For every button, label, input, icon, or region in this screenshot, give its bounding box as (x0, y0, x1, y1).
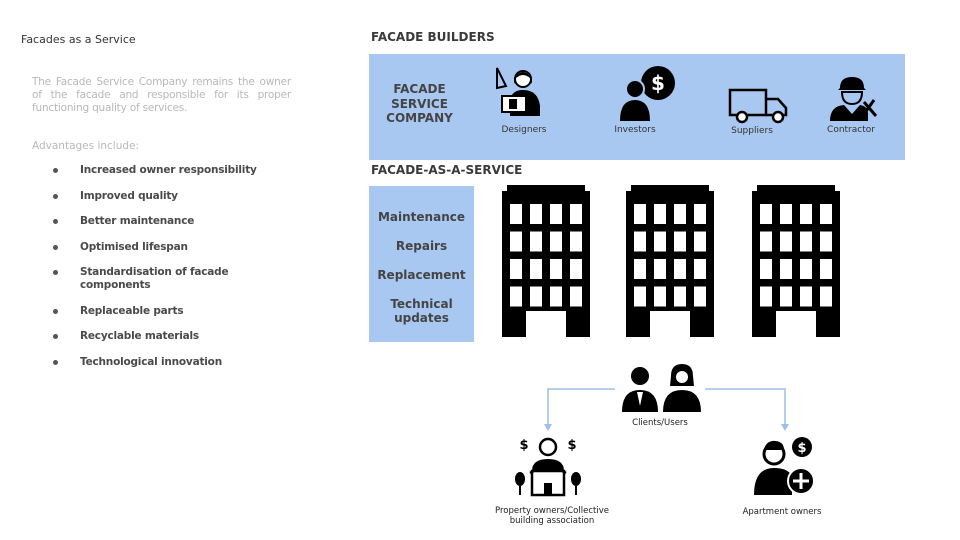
svg-text:$: $ (797, 441, 806, 456)
slide-title: Facades as a Service (21, 33, 136, 46)
advantage-item: Standardisation of facade components (50, 266, 280, 292)
service-item-replacement: Replacement (377, 268, 466, 282)
advantage-item: Improved quality (50, 190, 280, 203)
advantages-heading: Advantages include: (32, 140, 140, 152)
svg-text:$: $ (567, 438, 576, 453)
service-item-technical-updates: Technical updates (390, 297, 453, 325)
apartment-owners-icon: $ (754, 437, 815, 495)
svg-text:$: $ (519, 438, 528, 453)
builders-heading: FACADE BUILDERS (371, 30, 495, 44)
role-label-contractor: Contractor (827, 125, 875, 135)
role-label-designers: Designers (501, 125, 547, 135)
role-label-investors: Investors (614, 125, 656, 135)
investor-icon: $ (620, 66, 675, 121)
truck-icon (728, 88, 788, 124)
building-icon (626, 185, 714, 337)
description: The Facade Service Company remains the o… (32, 76, 291, 114)
company-label: FACADE SERVICE COMPANY (386, 82, 453, 125)
clients-users-icon (622, 364, 701, 412)
advantage-item: Increased owner responsibility (50, 164, 280, 177)
designer-icon (496, 67, 540, 116)
apartment-owners-label: Apartment owners (742, 507, 822, 517)
advantages-list: Increased owner responsibility Improved … (50, 164, 280, 381)
advantage-item: Recyclable materials (50, 330, 280, 343)
advantage-item: Technological innovation (50, 356, 280, 369)
clients-users-label: Clients/Users (632, 418, 688, 428)
service-heading: FACADE-AS-A-SERVICE (371, 163, 523, 177)
advantage-item: Optimised lifespan (50, 241, 280, 254)
property-owners-label: Property owners/Collective building asso… (495, 506, 609, 526)
svg-text:$: $ (651, 71, 665, 95)
building-icon (752, 185, 840, 337)
role-label-suppliers: Suppliers (731, 126, 773, 136)
advantage-item: Better maintenance (50, 215, 280, 228)
service-item-repairs: Repairs (395, 239, 448, 253)
advantage-item: Replaceable parts (50, 305, 280, 318)
property-owners-icon: $ $ (515, 437, 581, 497)
service-item-maintenance: Maintenance (377, 210, 465, 224)
service-box (369, 186, 474, 342)
connector-arrows (544, 388, 789, 431)
contractor-icon (830, 77, 878, 121)
building-icon (502, 185, 590, 337)
